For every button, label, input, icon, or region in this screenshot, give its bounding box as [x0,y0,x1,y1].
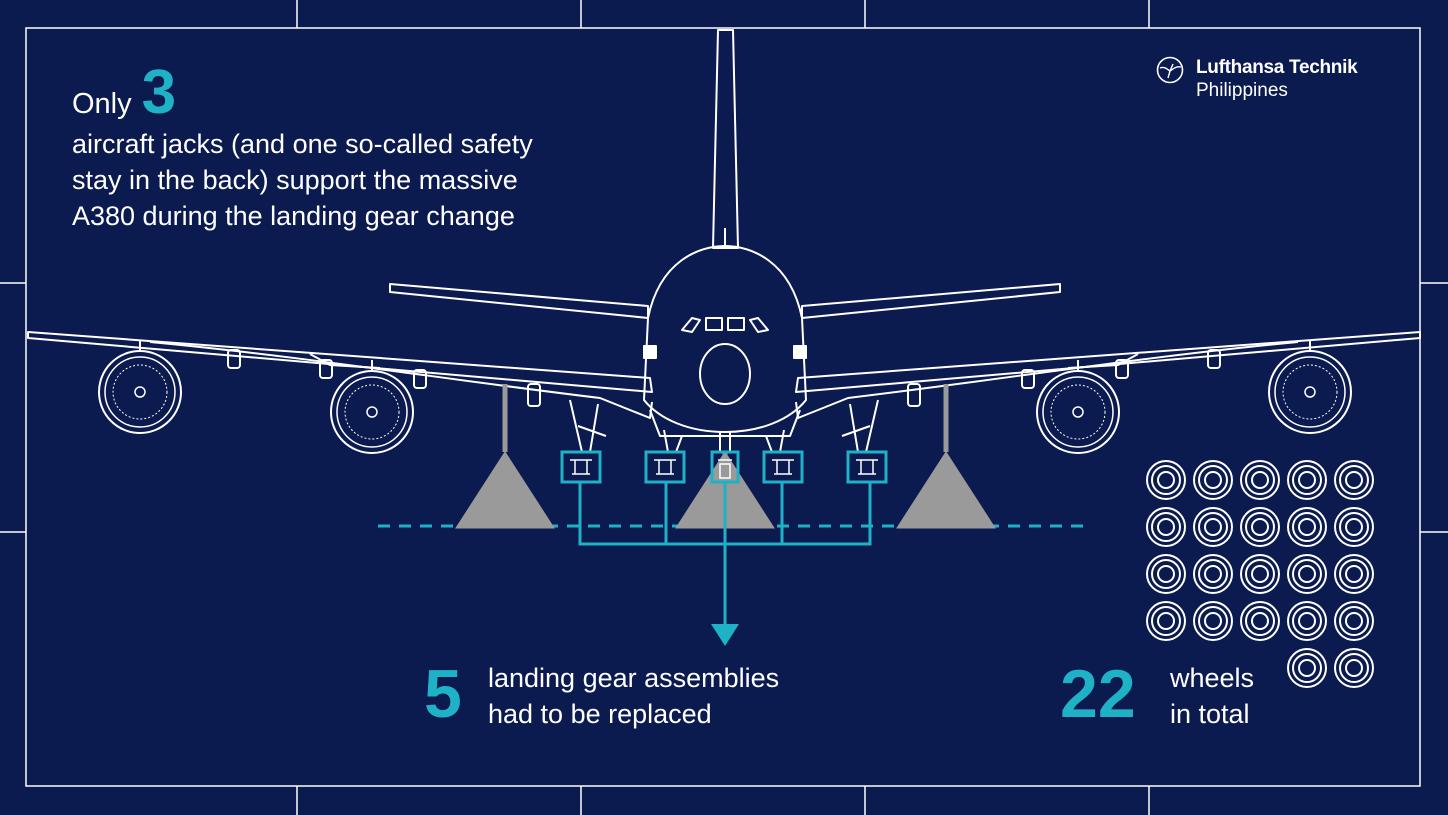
wheel-icon [1146,507,1186,547]
wheel-icon [1287,507,1327,547]
wheel-icon [1287,460,1327,500]
wheel-icon [1193,554,1233,594]
wheel-icon [1193,460,1233,500]
gear-count: 5 [424,656,462,732]
engines [98,340,1352,454]
wheel-icon [1287,648,1327,688]
headline-line: A380 during the landing gear change [72,201,515,231]
landing-gear-icon [762,450,804,484]
landing-gear-icon [846,450,888,484]
landing-gear-icon [644,450,686,484]
crane-logo-icon [1156,56,1184,84]
wheel-icon [1287,554,1327,594]
wheel-icon [1240,554,1280,594]
wheel-icon [1287,601,1327,641]
aircraft-jack-icon [455,384,555,529]
wheel-count: 22 [1060,656,1136,732]
wheel-icon [1193,507,1233,547]
wheels-line: wheels [1170,663,1255,693]
wheel-icon [1193,601,1233,641]
brand-sub: Philippines [1196,80,1288,101]
wheel-icon [1334,648,1374,688]
landing-gear-icon [560,450,602,484]
engine-3 [1036,360,1120,454]
gear-line: landing gear assemblies [488,663,780,693]
wheel-icon [1334,554,1374,594]
aircraft-front-view [27,29,1421,453]
landing-gear-highlight [560,450,888,628]
headline-body: aircraft jacks (and one so-called safety… [72,126,592,234]
wheel-grid [1146,460,1374,688]
wheel-icon [1146,601,1186,641]
wheel-icon [1146,554,1186,594]
wheel-icon [1146,460,1186,500]
arrow-down-icon [711,624,739,646]
jack-count: 3 [141,58,177,127]
gear-details [570,459,878,479]
wheel-icon [1240,507,1280,547]
wheel-icon [1240,460,1280,500]
brand-name: Lufthansa Technik [1196,57,1358,78]
wheel-icon [1334,460,1374,500]
wheels-line: in total [1170,699,1250,729]
engine-2 [330,360,414,454]
gear-line: had to be replaced [488,699,712,729]
wheel-icon [1334,507,1374,547]
headline-line: aircraft jacks (and one so-called safety [72,129,533,159]
headline-line: stay in the back) support the massive [72,165,518,195]
engine-1 [98,340,182,434]
aircraft-jack-icon [896,384,996,529]
wheel-icon [1334,601,1374,641]
engine-4 [1268,340,1352,434]
headline-prefix: Only [72,88,132,120]
wheel-icon [1240,601,1280,641]
